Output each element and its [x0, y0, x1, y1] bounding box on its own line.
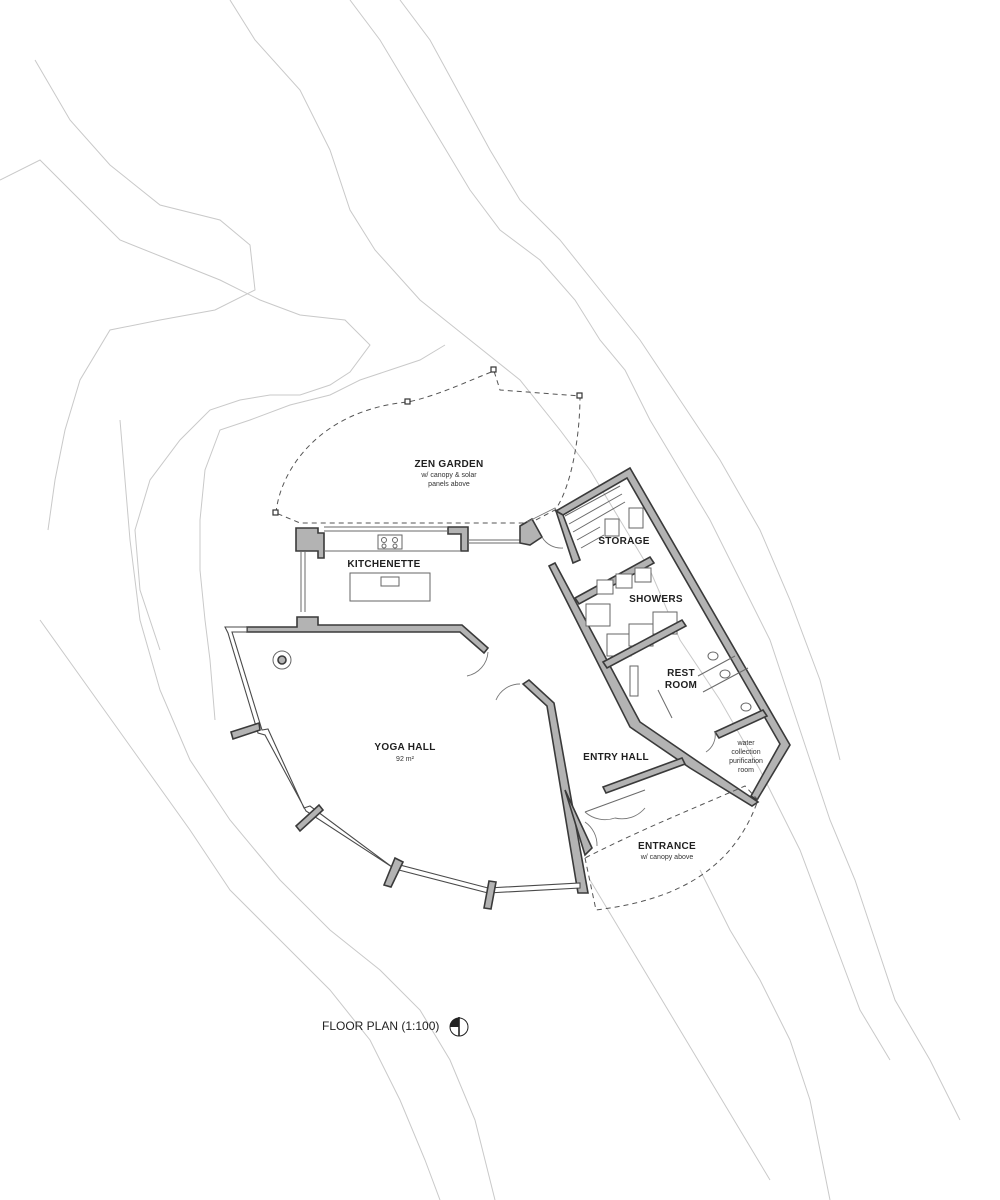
- contour-line: [229, 0, 891, 1061]
- fin-wall: [382, 856, 405, 888]
- plan-title-block: FLOOR PLAN (1:100): [322, 1017, 469, 1037]
- shower-stall: [596, 579, 614, 595]
- wall: [295, 527, 325, 559]
- stall-partition: [702, 667, 749, 693]
- canopy-post: [272, 509, 279, 516]
- burner: [381, 543, 387, 549]
- shelf: [572, 501, 626, 533]
- door-swing: [705, 731, 716, 753]
- shelf: [580, 534, 605, 549]
- wall: [521, 678, 589, 894]
- kitchenette-room: [295, 526, 469, 612]
- wall: [447, 526, 469, 552]
- canopy-post: [490, 366, 497, 373]
- contour-line: [34, 59, 256, 531]
- entrance-label: ENTRANCE: [638, 841, 696, 852]
- door-swing: [541, 536, 564, 549]
- fireplace-core: [277, 655, 287, 665]
- garden-doors: [468, 507, 564, 549]
- shelf: [568, 493, 623, 525]
- cooktop: [377, 534, 403, 550]
- water-room-label: purification: [729, 758, 763, 765]
- canopy-post: [576, 392, 583, 399]
- zen-garden-note: w/ canopy & solar: [420, 472, 477, 479]
- toilet: [740, 702, 752, 712]
- entry-hall-room: [584, 757, 687, 847]
- wall: [601, 757, 687, 794]
- shelf: [576, 526, 601, 541]
- room-labels: ZEN GARDEN w/ canopy & solar panels abov…: [347, 459, 763, 861]
- door-swing: [614, 807, 646, 820]
- partition-wall: [601, 618, 688, 670]
- water-room-label: collection: [731, 749, 760, 756]
- inner-wall: [554, 509, 582, 565]
- door-swing: [584, 811, 616, 821]
- burner: [392, 537, 398, 543]
- door-swing: [466, 651, 489, 677]
- door-swing: [495, 683, 521, 701]
- yoga-hall-label: YOGA HALL: [374, 742, 435, 753]
- contour-line: [589, 879, 771, 1181]
- partition-wall: [573, 555, 656, 606]
- fin-wall: [294, 803, 325, 833]
- shower-stall: [585, 603, 611, 627]
- yoga-hall-room: [224, 616, 593, 910]
- burner: [381, 537, 387, 543]
- contour-line: [0, 159, 371, 651]
- water-room-label: water: [736, 740, 755, 747]
- spine-wall: [547, 561, 760, 807]
- storage-label: STORAGE: [598, 536, 649, 547]
- vanity: [629, 665, 639, 697]
- service-wing: [547, 466, 791, 807]
- contour-line: [199, 344, 446, 721]
- canopy-outline: [275, 370, 581, 524]
- burner: [392, 543, 398, 549]
- kitchenette-label: KITCHENETTE: [347, 559, 420, 570]
- fin-wall: [230, 721, 261, 741]
- zen-garden-note: panels above: [428, 481, 470, 488]
- shower-stall: [634, 567, 652, 583]
- toilet: [719, 669, 731, 679]
- shower-stalls: [585, 567, 678, 657]
- partition-wall: [713, 708, 769, 740]
- canopy-outline: [584, 785, 759, 911]
- vanity-edge: [657, 689, 673, 719]
- entrance-note: w/ canopy above: [640, 854, 694, 861]
- fin-wall: [483, 880, 497, 910]
- toilet: [707, 651, 719, 661]
- zen-garden-canopy: [272, 366, 583, 524]
- stall-partition: [697, 655, 736, 677]
- contour-line: [349, 0, 961, 1121]
- entry-threshold: [584, 789, 646, 813]
- storage-unit: [604, 518, 620, 537]
- contour-line: [39, 619, 441, 1200]
- plan-title: FLOOR PLAN (1:100): [322, 1019, 439, 1033]
- north-arrow-icon: [449, 1017, 469, 1037]
- terrain-contours: [0, 0, 961, 1200]
- rest-room-label: REST: [667, 668, 695, 679]
- contour-line: [119, 419, 496, 1200]
- rest-room-label: ROOM: [665, 680, 697, 691]
- wall: [246, 616, 490, 655]
- showers-label: SHOWERS: [629, 594, 683, 605]
- storage-unit: [628, 507, 644, 529]
- curtain-wall: [224, 626, 581, 894]
- island-sink: [380, 576, 400, 587]
- wall: [564, 789, 593, 857]
- outer-wall: [554, 466, 791, 802]
- shower-stall: [615, 573, 633, 589]
- shelf: [564, 485, 621, 517]
- entrance-canopy: [584, 785, 759, 911]
- water-room-label: room: [738, 767, 754, 774]
- door-swing: [584, 821, 598, 847]
- zen-garden-label: ZEN GARDEN: [414, 459, 483, 470]
- contour-line: [699, 869, 831, 1200]
- canopy-post: [404, 398, 411, 405]
- yoga-hall-area: 92 m²: [396, 756, 415, 763]
- rest-room-fixtures: [629, 651, 752, 719]
- entry-hall-label: ENTRY HALL: [583, 752, 649, 763]
- contour-line: [399, 0, 841, 761]
- storage-shelving: [564, 485, 644, 549]
